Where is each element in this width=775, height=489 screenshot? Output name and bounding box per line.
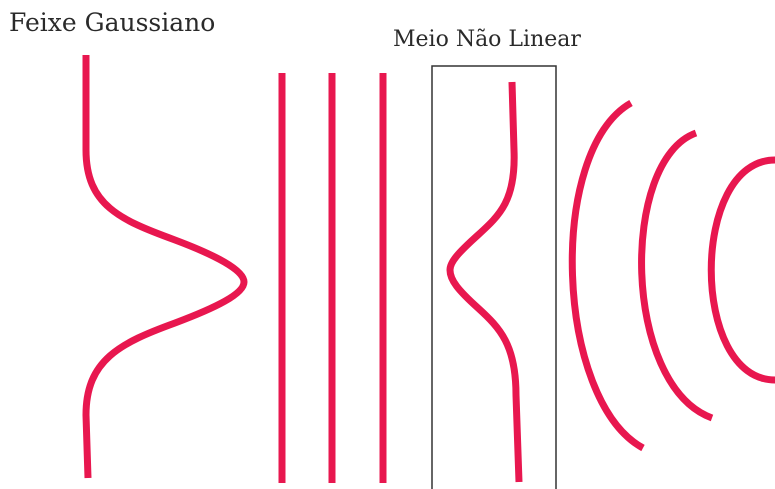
curved-wavefront-1 [572, 103, 643, 448]
curved-wavefront-3 [711, 160, 775, 380]
medium-profile-curve [450, 82, 519, 482]
gaussian-profile-curve [86, 55, 244, 478]
curved-wavefront-2 [642, 133, 712, 418]
